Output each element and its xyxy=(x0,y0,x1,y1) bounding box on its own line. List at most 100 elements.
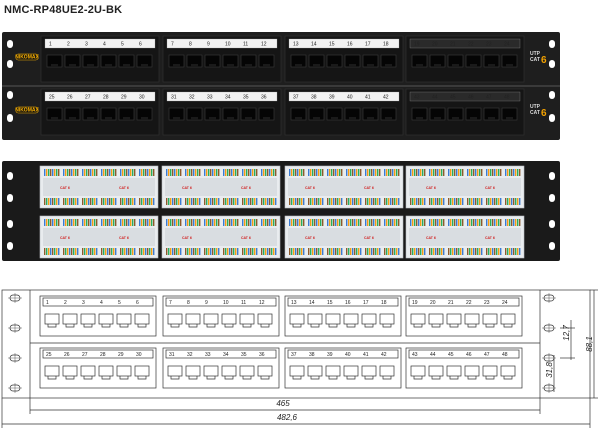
idc-contact xyxy=(88,169,90,176)
idc-contact xyxy=(386,198,388,205)
idc-contact xyxy=(490,248,492,255)
idc-contact xyxy=(316,219,318,226)
rj45-latch xyxy=(123,64,130,67)
idc-contact xyxy=(477,219,479,226)
idc-contact xyxy=(500,248,502,255)
rj45-latch-outline xyxy=(413,324,423,328)
idc-contact xyxy=(134,219,136,226)
idc-contact xyxy=(448,169,450,176)
port-number: 14 xyxy=(311,42,317,48)
idc-contact xyxy=(341,248,343,255)
idc-contact xyxy=(69,169,71,176)
rj45-outline xyxy=(203,313,219,325)
idc-contact xyxy=(214,219,216,226)
idc-contact xyxy=(293,198,295,205)
idc-contact xyxy=(301,169,303,176)
model-title: NMC-RP48UE2-2U-BK xyxy=(4,4,123,16)
rj45-latch xyxy=(191,117,198,120)
idc-contact xyxy=(50,169,52,176)
idc-contact xyxy=(507,219,509,226)
idc-contact xyxy=(58,169,60,176)
port-number: 21 xyxy=(448,300,454,306)
rj45-outline xyxy=(167,365,183,377)
idc-contact xyxy=(122,169,124,176)
idc-contact xyxy=(412,219,414,226)
idc-contact xyxy=(103,169,105,176)
idc-contact xyxy=(82,219,84,226)
rj45-outline xyxy=(379,365,395,377)
idc-contact xyxy=(212,169,214,176)
idc-contact xyxy=(486,248,488,255)
idc-contact xyxy=(44,169,46,176)
idc-contact xyxy=(242,219,244,226)
port-number: 33 xyxy=(205,352,211,358)
rj45-latch-outline xyxy=(137,324,147,328)
idc-contact xyxy=(267,198,269,205)
idc-contact xyxy=(450,169,452,176)
idc-contact xyxy=(166,169,168,176)
idc-contact xyxy=(443,169,445,176)
idc-contact xyxy=(248,248,250,255)
idc-contact xyxy=(246,219,248,226)
port-number: 8 xyxy=(187,300,190,306)
port-number: 1 xyxy=(46,300,49,306)
idc-contact xyxy=(475,169,477,176)
rj45-outline xyxy=(134,313,150,325)
idc-contact xyxy=(473,248,475,255)
label-strip xyxy=(409,38,521,49)
port-number: 35 xyxy=(243,95,249,101)
idc-contact xyxy=(471,198,473,205)
rj45-latch xyxy=(141,117,148,120)
utp-label: UTP xyxy=(530,51,541,57)
port-number: 43 xyxy=(412,352,418,358)
idc-contact xyxy=(422,198,424,205)
idc-contact xyxy=(107,248,109,255)
idc-contact xyxy=(92,219,94,226)
idc-contact xyxy=(195,169,197,176)
idc-contact xyxy=(204,248,206,255)
idc-contact xyxy=(103,198,105,205)
rj45-latch-outline xyxy=(449,376,459,380)
idc-contact xyxy=(113,219,115,226)
idc-contact xyxy=(107,198,109,205)
idc-contact xyxy=(248,198,250,205)
module-label: CAT 6 xyxy=(305,236,315,240)
idc-contact xyxy=(178,169,180,176)
idc-contact xyxy=(327,248,329,255)
idc-contact xyxy=(248,169,250,176)
idc-contact xyxy=(218,198,220,205)
idc-contact xyxy=(289,169,291,176)
rj45-outline xyxy=(98,365,114,377)
rj45-latch-outline xyxy=(65,324,75,328)
idc-contact xyxy=(377,169,379,176)
idc-contact xyxy=(318,219,320,226)
rj45-latch xyxy=(331,64,338,67)
rj45-latch xyxy=(434,117,441,120)
idc-contact xyxy=(122,198,124,205)
rj45-latch-outline xyxy=(119,324,129,328)
rj45-outline xyxy=(343,313,359,325)
idc-contact xyxy=(54,219,56,226)
idc-contact xyxy=(462,198,464,205)
rj45-latch xyxy=(331,117,338,120)
idc-contact xyxy=(316,169,318,176)
idc-contact xyxy=(431,248,433,255)
idc-contact xyxy=(132,198,134,205)
rj45-latch xyxy=(69,64,76,67)
idc-contact xyxy=(204,169,206,176)
rj45-outline xyxy=(343,365,359,377)
idc-contact xyxy=(498,219,500,226)
idc-contact xyxy=(229,198,231,205)
idc-contact xyxy=(479,169,481,176)
idc-contact xyxy=(204,198,206,205)
port-number: 3 xyxy=(85,42,88,48)
idc-contact xyxy=(494,169,496,176)
idc-contact xyxy=(197,169,199,176)
port-number: 26 xyxy=(67,95,73,101)
port-number: 27 xyxy=(85,95,91,101)
idc-contact xyxy=(414,219,416,226)
idc-contact xyxy=(111,169,113,176)
idc-contact xyxy=(143,219,145,226)
idc-contact xyxy=(56,248,58,255)
port-number: 6 xyxy=(136,300,139,306)
